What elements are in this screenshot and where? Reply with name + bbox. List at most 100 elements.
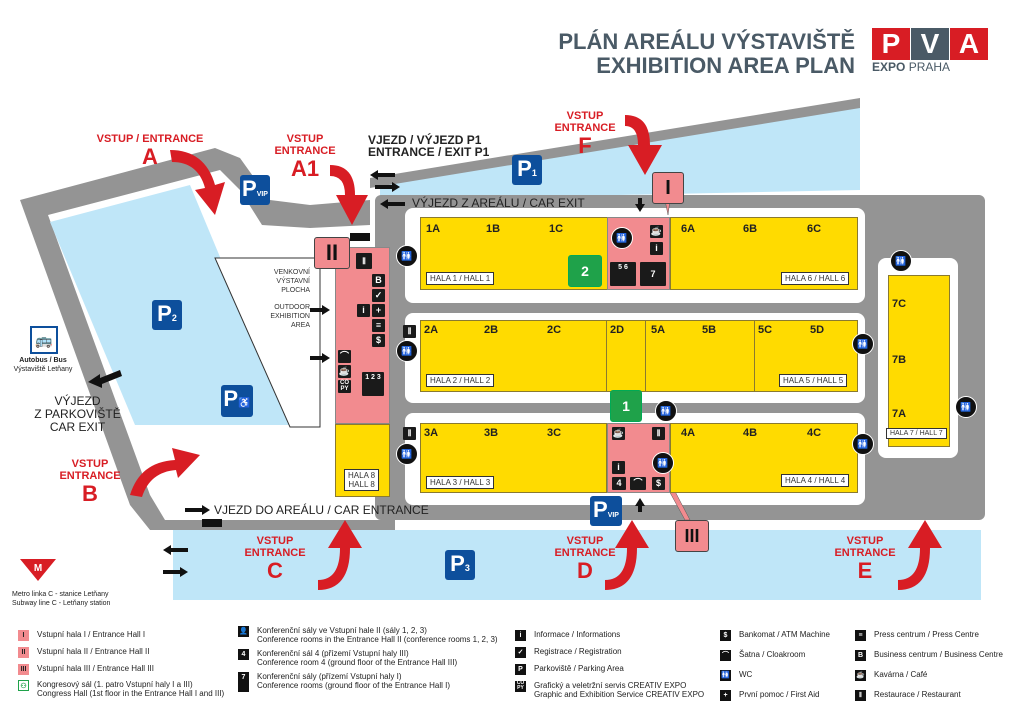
hall-5-divider bbox=[754, 321, 755, 391]
conference-room-4-icon: 4 bbox=[612, 477, 626, 490]
atm-icon: $ bbox=[652, 477, 665, 490]
section-4b: 4B bbox=[743, 427, 758, 439]
registration-legend-icon: ✓ bbox=[515, 647, 526, 658]
parking-vip-sign-d: PVIP bbox=[590, 496, 622, 526]
entrance-hall-i-badge: I bbox=[652, 172, 684, 204]
wc-icon: 🚻 bbox=[396, 245, 418, 267]
conference-rooms-56-icon: 5 6 bbox=[610, 262, 636, 286]
atm-icon: $ bbox=[372, 334, 385, 347]
restaurant-icon: 𝍪 bbox=[652, 427, 665, 440]
p1-entrance-label: VJEZD / VÝJEZD P1 ENTRANCE / EXIT P1 bbox=[368, 133, 490, 159]
logo-sub-expo: EXPO bbox=[872, 60, 906, 74]
entrance-c-label: VSTUP ENTRANCE C bbox=[240, 535, 310, 583]
entrance-a1-letter: A1 bbox=[290, 156, 320, 181]
conference-rooms-123-legend-icon: 👤 bbox=[238, 626, 249, 637]
entrance-b-letter: B bbox=[82, 481, 98, 506]
conference-rooms-567-legend-icon: 7 bbox=[238, 672, 249, 692]
hall-7-name: HALA 7 / HALL 7 bbox=[886, 428, 947, 439]
legend-column-4: $Bankomat / ATM Machine ⌒Šatna / Cloakro… bbox=[720, 630, 830, 701]
entrance-a1-label: VSTUP ENTRANCE A1 bbox=[270, 133, 340, 181]
first-aid-legend-icon: + bbox=[720, 690, 731, 701]
info-icon: i bbox=[357, 304, 370, 317]
entrance-a-letter: A bbox=[142, 144, 158, 169]
wc-icon: 🚻 bbox=[652, 452, 674, 474]
parking-disabled-sign: P♿ bbox=[221, 385, 253, 417]
entrance-hall-iii-badge: III bbox=[675, 520, 709, 552]
logo-letter-p: P bbox=[872, 28, 910, 60]
hall-2d[interactable]: 2D bbox=[606, 320, 646, 392]
wc-icon: 🚻 bbox=[955, 396, 977, 418]
press-centre-icon: ≡ bbox=[372, 319, 385, 332]
section-5a: 5A bbox=[651, 324, 666, 336]
car-exit-label: VÝJEZD Z AREÁLU / CAR EXIT bbox=[412, 196, 585, 210]
pva-logo: P V A EXPO PRAHA bbox=[872, 28, 988, 74]
section-6c: 6C bbox=[807, 223, 822, 235]
section-7c: 7C bbox=[892, 298, 907, 310]
parking-legend-icon: P bbox=[515, 664, 526, 675]
section-6b: 6B bbox=[743, 223, 758, 235]
section-1b: 1B bbox=[486, 223, 501, 235]
hall-5[interactable]: 5A 5B 5C 5D HALA 5 / HALL 5 bbox=[645, 320, 858, 392]
section-5b: 5B bbox=[702, 324, 717, 336]
wc-icon: 🚻 bbox=[396, 340, 418, 362]
metro-label: Metro linka C - stanice Letňany Subway l… bbox=[12, 591, 111, 607]
info-legend-icon: i bbox=[515, 630, 526, 641]
bus-stop-label: Autobus / Bus Výstaviště Letňany bbox=[13, 357, 73, 373]
section-3b: 3B bbox=[484, 427, 499, 439]
parking-p3-sign: P3 bbox=[445, 550, 475, 580]
section-1a: 1A bbox=[426, 223, 441, 235]
hall-7[interactable]: 7C 7B 7A HALA 7 / HALL 7 bbox=[886, 275, 950, 447]
entrance-hall-i-legend-icon: I bbox=[18, 630, 29, 641]
wc-icon: 🚻 bbox=[852, 333, 874, 355]
entrance-f-letter: F bbox=[578, 133, 592, 158]
conference-room-7-icon: 7 bbox=[640, 262, 666, 286]
wc-icon: 🚻 bbox=[852, 433, 874, 455]
section-1c: 1C bbox=[549, 223, 564, 235]
cafe-icon: ☕ bbox=[612, 427, 625, 440]
hall-2-name: HALA 2 / HALL 2 bbox=[426, 374, 495, 387]
wc-icon: 🚻 bbox=[396, 443, 418, 465]
hall-6[interactable]: 6A 6B 6C HALA 6 / HALL 6 bbox=[670, 217, 858, 290]
wc-icon: 🚻 bbox=[890, 250, 912, 272]
wc-legend-icon: 🚻 bbox=[720, 670, 731, 681]
restaurant-icon: 𝍪 bbox=[356, 253, 372, 269]
entrance-c-letter: C bbox=[267, 558, 283, 583]
entrance-hall-ii-badge: II bbox=[314, 237, 350, 269]
parking-vip-sign-a: PVIP bbox=[240, 175, 270, 205]
business-centre-legend-icon: B bbox=[855, 650, 866, 661]
conference-rooms-123-icon: 1 2 3 bbox=[362, 372, 384, 396]
entrance-hall-iii-legend-icon: III bbox=[18, 664, 29, 675]
atm-legend-icon: $ bbox=[720, 630, 731, 641]
svg-text:M: M bbox=[34, 563, 42, 574]
metro-icon: M bbox=[20, 559, 56, 581]
section-7b: 7B bbox=[892, 354, 907, 366]
congress-hall-1-icon: 1 bbox=[610, 390, 642, 422]
hall-2[interactable]: 2A 2B 2C HALA 2 / HALL 2 bbox=[420, 320, 607, 392]
hall-6-name: HALA 6 / HALL 6 bbox=[781, 272, 850, 285]
section-4a: 4A bbox=[681, 427, 696, 439]
press-centre-legend-icon: ≡ bbox=[855, 630, 866, 641]
entrance-d-label: VSTUP ENTRANCE D bbox=[550, 535, 620, 583]
hall-4[interactable]: 4A 4B 4C HALA 4 / HALL 4 bbox=[670, 423, 858, 493]
restaurant-icon: 𝍪 bbox=[403, 325, 416, 338]
bus-icon: 🚌 bbox=[30, 326, 58, 354]
entrance-f-label: VSTUP ENTRANCE F bbox=[550, 110, 620, 158]
section-2c: 2C bbox=[547, 324, 562, 336]
legend-column-2: 👤Konferenční sály ve Vstupní hale II (sá… bbox=[238, 626, 498, 692]
hall-3[interactable]: 3A 3B 3C HALA 3 / HALL 3 bbox=[420, 423, 607, 493]
section-6a: 6A bbox=[681, 223, 696, 235]
entrance-e-letter: E bbox=[857, 558, 873, 583]
hall-3-name: HALA 3 / HALL 3 bbox=[426, 476, 495, 489]
hall-4-name: HALA 4 / HALL 4 bbox=[781, 474, 850, 487]
entrance-b-label: VSTUP ENTRANCE B bbox=[55, 458, 125, 506]
info-icon: i bbox=[612, 461, 625, 474]
congress-hall-2-icon: 2 bbox=[568, 255, 602, 287]
entrance-hall-ii-legend-icon: II bbox=[18, 647, 29, 658]
